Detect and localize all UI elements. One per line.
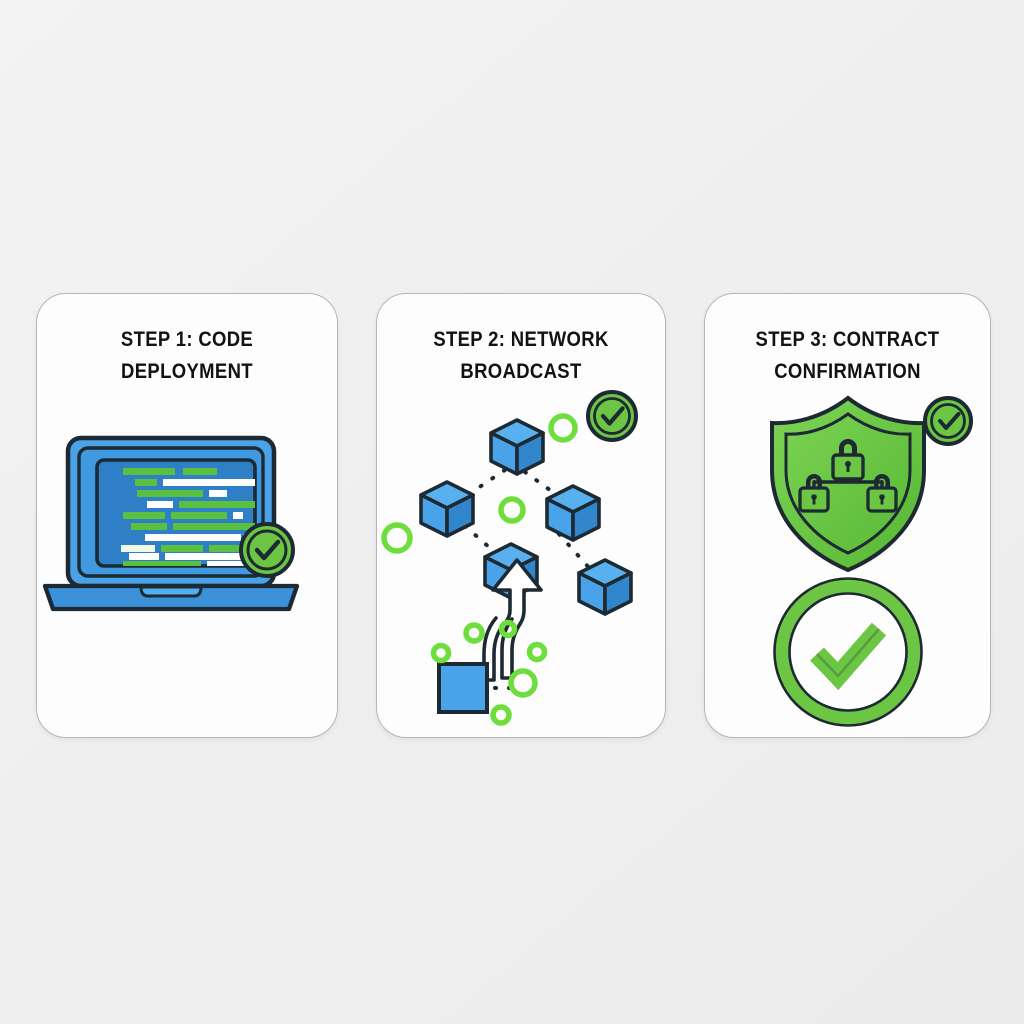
check-badge-icon [923, 396, 973, 446]
network-node [545, 484, 601, 542]
network-node [419, 480, 475, 538]
padlock-icon [798, 474, 830, 513]
card-2-illustration [377, 390, 665, 737]
step-card-1[interactable]: STEP 1: CODE DEPLOYMENT [36, 293, 338, 738]
shield-icon [770, 395, 926, 573]
card-1-title: STEP 1: CODE DEPLOYMENT [120, 327, 254, 383]
check-badge-icon [239, 522, 295, 578]
code-lines [121, 468, 255, 566]
laptop-icon [42, 435, 300, 612]
network-node [577, 558, 633, 616]
source-node [437, 662, 489, 714]
card-3-illustration [705, 390, 990, 737]
check-badge-icon [586, 390, 638, 442]
step-card-2[interactable]: STEP 2: NETWORK BROADCAST [376, 293, 666, 738]
padlock-icon [866, 474, 898, 513]
confirmation-check-icon [773, 577, 923, 727]
card-3-title: STEP 3: CONTRACT CONFIRMATION [755, 327, 940, 383]
card-1-illustration [37, 390, 337, 737]
step-card-3[interactable]: STEP 3: CONTRACT CONFIRMATION [704, 293, 991, 738]
accent-rings [381, 413, 578, 726]
card-2-title: STEP 2: NETWORK BROADCAST [433, 327, 609, 383]
network-node [489, 418, 545, 476]
padlock-icon [831, 439, 865, 481]
